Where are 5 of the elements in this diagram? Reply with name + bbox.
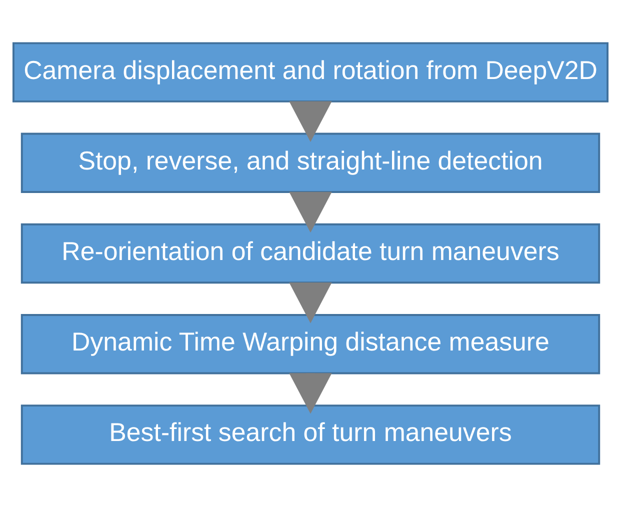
node-box: Stop, reverse, and straight-line detection — [20, 132, 600, 193]
node-box: Dynamic Time Warping distance measure — [20, 314, 600, 374]
node-box: Re-orientation of candidate turn maneuvers — [20, 223, 600, 284]
node-box: Camera displacement and rotation from DeepV2D — [12, 42, 608, 102]
node-box: Best-first search of turn maneuvers — [20, 404, 600, 465]
